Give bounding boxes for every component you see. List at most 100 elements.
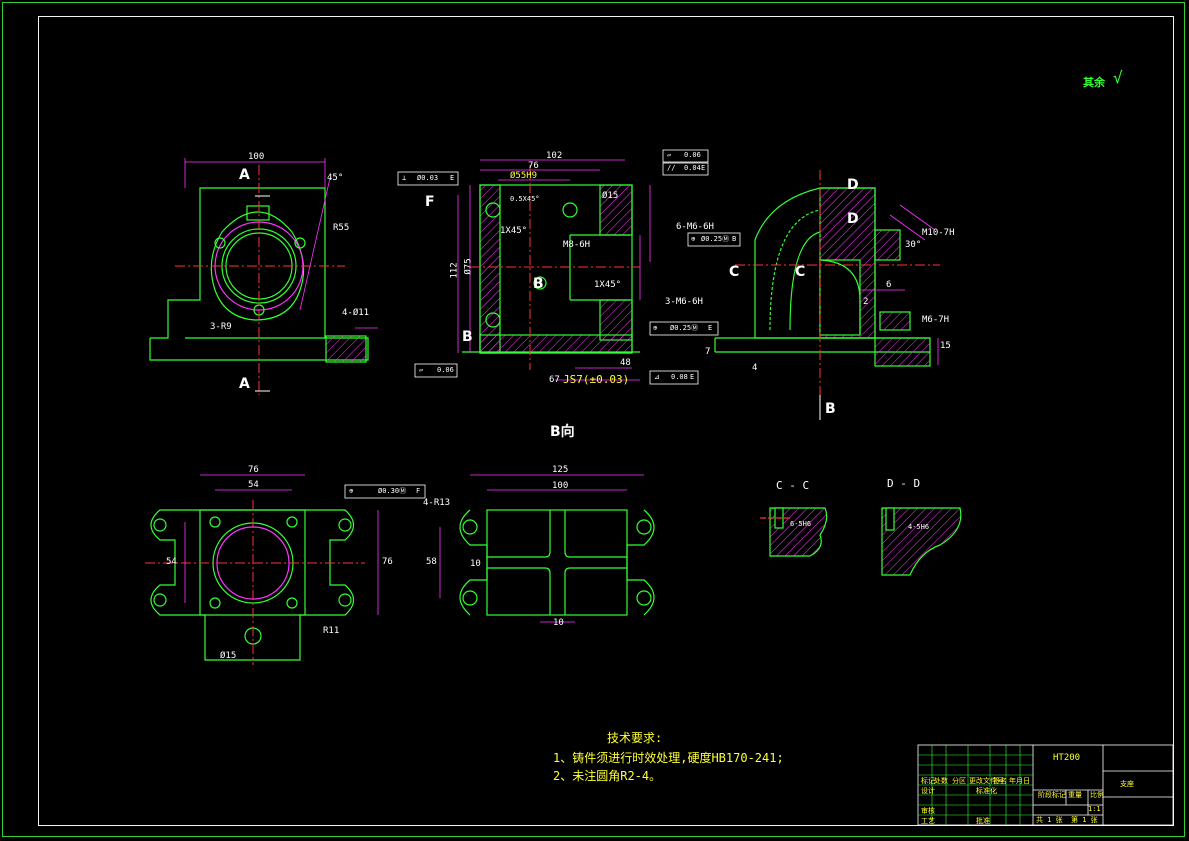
dim-sec-76: 76: [528, 161, 539, 171]
roughness-symbol-icon: √: [1113, 68, 1123, 87]
side-dimensions: [860, 204, 939, 365]
section-dimensions: [457, 159, 651, 381]
dim-sec-67: 67: [549, 375, 560, 385]
dim-sec-m8: M8-6H: [563, 240, 591, 250]
title-checker: 审核: [921, 807, 935, 815]
dim-plan-r11: R11: [323, 626, 340, 636]
dim-cc-m5: 6-5H6: [790, 520, 812, 528]
datum-f: F: [425, 194, 435, 210]
dim-sec-1x45b: 1X45°: [594, 280, 622, 290]
front-dimensions: [184, 158, 378, 329]
dim-side-15: 15: [940, 341, 951, 351]
title-doc: 更改文件号: [969, 777, 1004, 785]
dim-front-4-11: 4-Ø11: [342, 308, 370, 318]
title-sheet: 共 1 张: [1036, 816, 1063, 824]
tol-perp-bot-symbol: ⊿: [654, 373, 660, 381]
tol-perp-left-symbol: ⊥: [402, 174, 407, 182]
section-centerlines: [470, 165, 640, 370]
section-dd-title: D - D: [887, 477, 921, 490]
underside-dimensions: [439, 474, 644, 623]
section-b-left: B: [462, 329, 473, 345]
title-scale-label: 比例: [1090, 791, 1104, 799]
view-b-label: B向: [550, 424, 575, 440]
dim-side-m10: M10-7H: [922, 228, 955, 238]
dim-plan-76v: 76: [382, 557, 393, 567]
tol-pos-side-value: Ø0.25Ⓜ: [701, 235, 730, 243]
dim-dd-m5: 4-5H6: [908, 523, 930, 531]
dim-sec-48: 48: [620, 358, 631, 368]
dim-front-45: 45°: [327, 173, 344, 183]
plan-centerlines: [145, 500, 365, 665]
plan-dimensions: [184, 474, 379, 615]
drawing-frame: [38, 16, 1174, 826]
dim-side-m6-7h: M6-7H: [922, 315, 950, 325]
dim-sec-55h9: Ø55H9: [510, 171, 538, 181]
tol-pos-plan-datum: F: [416, 487, 421, 495]
section-b-mid: B: [533, 276, 544, 292]
dim-under-125: 125: [552, 465, 569, 475]
tol-pos-side-datum: B: [732, 235, 737, 243]
roughness-label: 其余: [1083, 76, 1105, 89]
title-scale: 1:1: [1088, 805, 1101, 813]
dim-side-6m6: 6-M6-6H: [676, 222, 714, 232]
tol-par-top-value: 0.04: [684, 164, 701, 172]
tol-flat-top-symbol: ▱: [667, 151, 672, 159]
tol-pos-plan-value: Ø0.30Ⓜ: [378, 487, 407, 495]
title-date: 年月日: [1009, 777, 1030, 785]
title-craft: 工艺: [921, 817, 935, 825]
tol-perp-bot-datum: E: [690, 373, 695, 381]
section-c-left: C: [729, 264, 740, 280]
title-count: 处数: [934, 777, 948, 785]
dim-plan-54v: 54: [166, 557, 177, 567]
tol-pos-mid-datum: E: [708, 324, 713, 332]
dim-sec-15: Ø15: [602, 191, 619, 201]
title-mark: 标记: [921, 777, 935, 785]
tol-perp-left-datum: E: [450, 174, 455, 182]
dim-under-58: 58: [426, 557, 437, 567]
title-material: HT200: [1053, 753, 1081, 763]
title-designer: 设计: [921, 787, 935, 795]
side-view: [714, 187, 931, 367]
underside-view: [459, 509, 655, 616]
dim-sec-1x45a: 1X45°: [500, 226, 528, 236]
front-centerlines: [175, 165, 345, 395]
dim-under-10: 10: [470, 559, 481, 569]
tolerance-frames: [344, 149, 741, 499]
title-part-name: 支座: [1120, 780, 1134, 788]
dim-sec-102: 102: [546, 151, 563, 161]
section-d-top: D: [847, 177, 859, 193]
title-block-grid-green: [918, 745, 1033, 825]
dim-side-6: 6: [886, 280, 892, 290]
view-arrows: [255, 195, 821, 420]
dim-side-4: 4: [752, 363, 758, 373]
dim-sec-js7: JS7(±0.03): [563, 373, 630, 386]
tol-perp-left-value: Ø0.03: [417, 174, 439, 182]
title-approve: 批准: [976, 817, 990, 825]
dim-plan-76: 76: [248, 465, 259, 475]
title-weight-label: 重量: [1068, 791, 1082, 799]
dim-side-7: 7: [705, 347, 711, 357]
dim-sec-05x45: 0.5X45°: [510, 195, 540, 203]
tol-par-top-datum: E: [701, 164, 706, 172]
dim-front-3r9: 3-R9: [210, 322, 232, 332]
dim-front-100: 100: [248, 152, 265, 162]
section-d-mid: D: [847, 211, 859, 227]
section-a-bottom: A: [239, 376, 250, 392]
dim-sec-112: 112: [449, 262, 460, 279]
tol-flat-bot-symbol: ▱: [419, 366, 424, 374]
dim-plan-15: Ø15: [220, 651, 237, 661]
title-std: 标准化: [976, 787, 997, 795]
tech-req-heading: 技术要求:: [607, 731, 663, 745]
section-a-top: A: [239, 167, 250, 183]
section-dd: [881, 507, 962, 576]
section-cc-title: C - C: [776, 479, 810, 492]
dim-plan-54: 54: [248, 480, 259, 490]
section-c-mid: C: [795, 264, 806, 280]
tech-req-item-1: 1、铸件须进行时效处理,硬度HB170-241;: [553, 751, 784, 765]
tech-req-item-2: 2、未注圆角R2-4。: [553, 769, 662, 783]
dim-sec-3m6: 3-M6-6H: [665, 297, 703, 307]
tol-pos-side-symbol: ⊕: [691, 235, 696, 243]
tol-pos-plan-symbol: ⊕: [349, 487, 354, 495]
tol-pos-mid-value: Ø0.25Ⓜ: [670, 324, 699, 332]
